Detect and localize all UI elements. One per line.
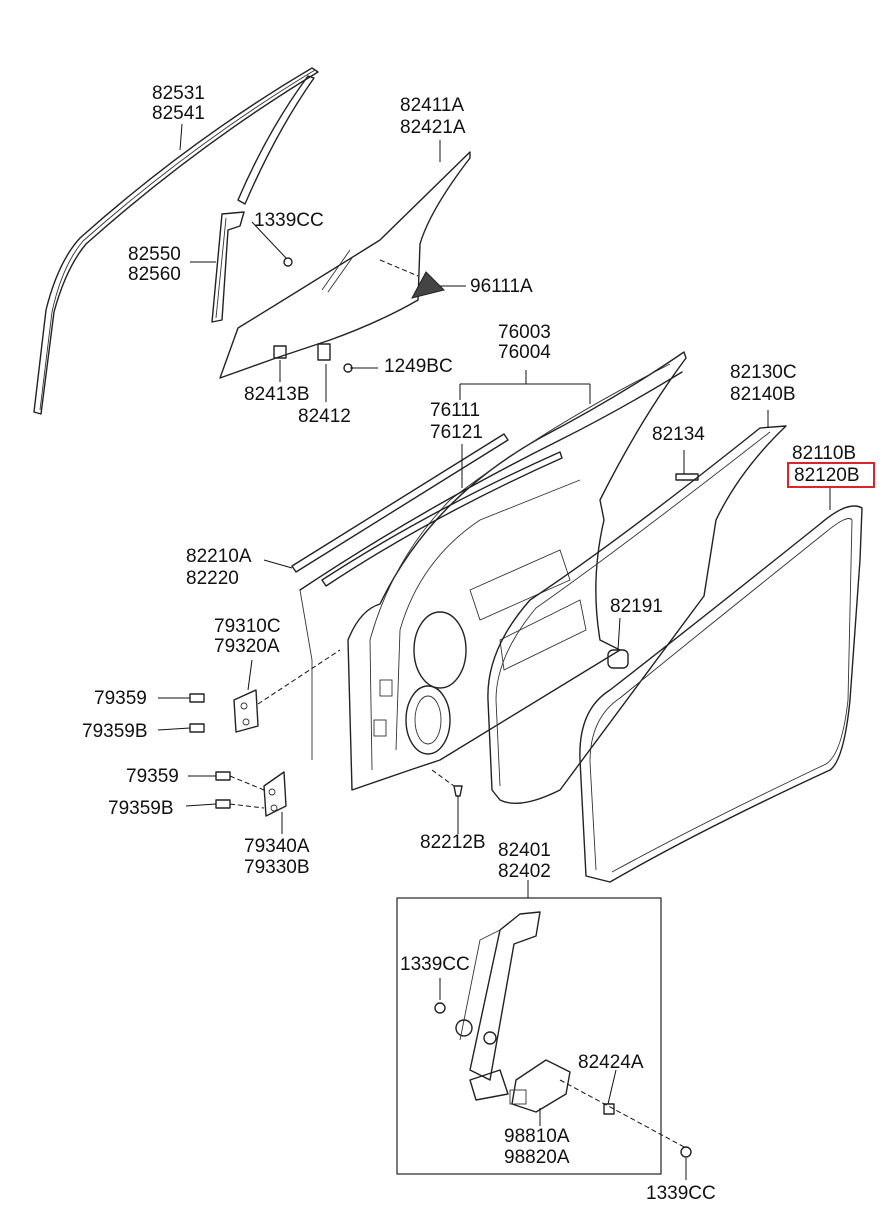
label-79330b: 79330B xyxy=(244,857,310,878)
label-76121: 76121 xyxy=(430,422,483,443)
label-1339cc-mid: 1339CC xyxy=(400,954,470,975)
door-panel xyxy=(347,351,687,791)
label-82421a: 82421A xyxy=(400,117,466,138)
body-side-weatherstrip xyxy=(579,505,863,883)
outside-belt-moulding xyxy=(291,433,509,573)
label-82412: 82412 xyxy=(298,406,351,427)
label-82541: 82541 xyxy=(152,103,205,124)
label-79359-upper: 79359 xyxy=(94,688,147,709)
door-stopper-82191 xyxy=(607,649,629,669)
label-79359-lower: 79359 xyxy=(126,766,179,787)
nut-1339cc-mid xyxy=(434,1002,446,1014)
label-82134: 82134 xyxy=(652,424,705,445)
label-82424a: 82424A xyxy=(578,1052,644,1073)
glass-clamps xyxy=(273,257,353,373)
power-window-motor xyxy=(509,1059,571,1113)
label-82560: 82560 xyxy=(128,264,181,285)
label-76004: 76004 xyxy=(498,342,551,363)
window-regulator xyxy=(455,911,541,1101)
label-82140b: 82140B xyxy=(730,384,796,405)
label-96111a: 96111A xyxy=(470,276,533,297)
door-outer-skin xyxy=(299,371,683,760)
door-side-weatherstrip xyxy=(487,425,787,805)
label-82402: 82402 xyxy=(498,861,551,882)
label-79320a: 79320A xyxy=(214,636,280,657)
rear-channel-sash xyxy=(237,75,315,205)
label-82411a: 82411A xyxy=(400,95,464,116)
label-82212b: 82212B xyxy=(420,832,486,853)
label-98810a: 98810A xyxy=(504,1126,570,1147)
label-1249bc: 1249BC xyxy=(384,356,453,377)
door-glass xyxy=(219,151,471,379)
label-79359b-upper: 79359B xyxy=(82,721,148,742)
label-76111: 76111 xyxy=(430,400,480,421)
label-82550: 82550 xyxy=(128,244,181,265)
label-82413b: 82413B xyxy=(244,384,310,405)
label-1339cc-bottom: 1339CC xyxy=(646,1183,716,1204)
lower-hinge xyxy=(263,771,287,817)
hinge-bolts xyxy=(189,693,231,809)
nut-1339cc-bottom xyxy=(680,1146,692,1158)
part-labels: 82531 82541 82411A 82421A 1339CC 82550 8… xyxy=(82,83,875,1204)
window-frame-moulding xyxy=(33,67,319,415)
label-82120b: 82120B xyxy=(794,465,860,486)
bolt-82424a xyxy=(603,1103,615,1115)
clip-82134 xyxy=(675,473,699,481)
label-82210a: 82210A xyxy=(186,546,252,567)
delta-mirror-bracket xyxy=(411,271,445,299)
label-82110b: 82110B xyxy=(792,443,856,464)
upper-hinge xyxy=(233,689,259,733)
label-82401: 82401 xyxy=(498,840,551,861)
leader-lines xyxy=(157,123,831,1180)
label-82130c: 82130C xyxy=(730,362,797,383)
belt-inner-weatherstrip xyxy=(321,451,563,587)
regulator-box xyxy=(396,897,662,1175)
label-76003: 76003 xyxy=(498,322,551,343)
glass-run-channel xyxy=(211,211,245,323)
clip-82212b xyxy=(453,785,463,797)
label-79310c: 79310C xyxy=(214,616,281,637)
label-79340a: 79340A xyxy=(244,836,310,857)
label-98820a: 98820A xyxy=(504,1147,570,1168)
highlight-box-82120b xyxy=(787,462,875,488)
label-82531: 82531 xyxy=(152,83,205,104)
label-1339cc-top: 1339CC xyxy=(254,210,324,231)
label-79359b-lower: 79359B xyxy=(108,798,174,819)
label-82191: 82191 xyxy=(610,596,663,617)
label-82220: 82220 xyxy=(186,568,239,589)
